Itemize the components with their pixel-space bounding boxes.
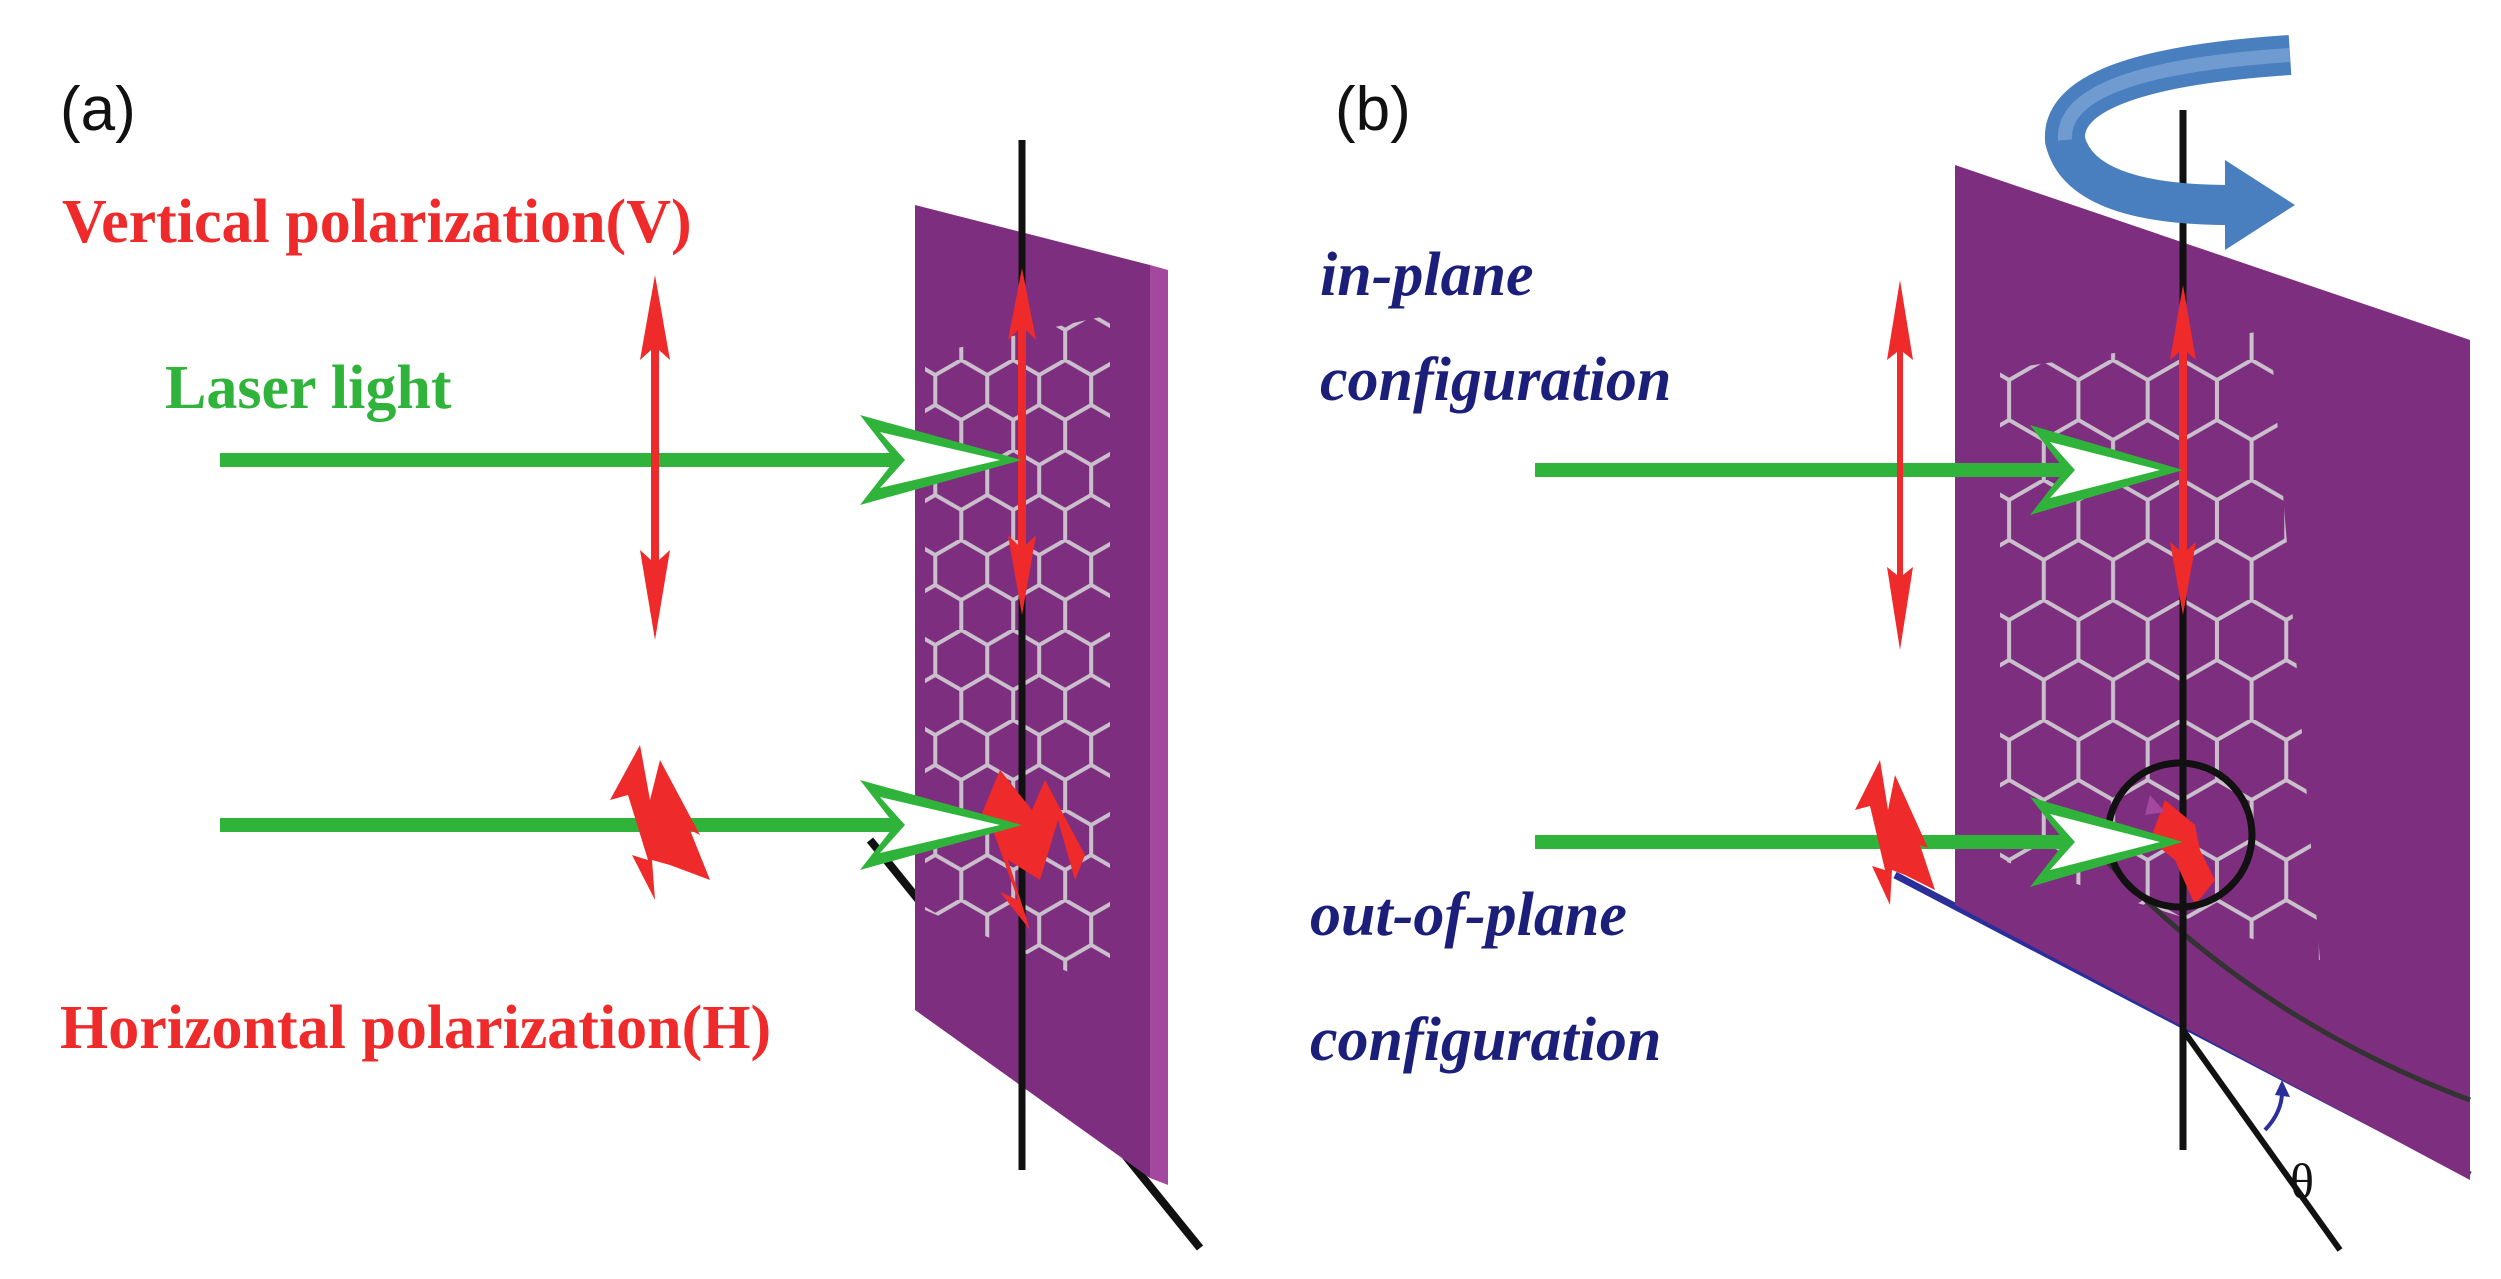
out-of-plane-label-line2: configuration xyxy=(1310,1006,1661,1074)
horizontal-polarization-arrow-a xyxy=(610,745,710,900)
panel-b: (b) θ xyxy=(1310,35,2472,1252)
laser-beam-lower-b xyxy=(1535,797,2183,887)
panel-a-label: (a) xyxy=(60,75,136,144)
vertical-polarization-arrow-a xyxy=(640,275,670,640)
rotation-arrow xyxy=(2044,35,2295,250)
theta-label: θ xyxy=(2290,1153,2314,1209)
plate-horizontal-polarization-arrow-b xyxy=(2145,795,2215,905)
tilted-axis-b xyxy=(2180,1028,2343,1252)
in-plane-label-line2: configuration xyxy=(1320,346,1671,414)
laser-beam-upper-b xyxy=(1535,425,2183,515)
angle-arrowhead-b xyxy=(2275,1080,2290,1097)
laser-light-label: Laser light xyxy=(165,354,452,422)
out-of-plane-label-line1: out-of-plane xyxy=(1310,881,1627,949)
graphene-lattice-a xyxy=(925,315,1110,990)
laser-beam-lower-a xyxy=(220,780,1022,870)
panel-a: (a) xyxy=(60,75,1204,1251)
sample-plate-a xyxy=(915,205,1168,1185)
plate-horizontal-polarization-arrow-a xyxy=(975,770,1085,930)
in-plane-label-line1: in-plane xyxy=(1320,241,1534,309)
vertical-polarization-arrow-b xyxy=(1887,280,1913,650)
angle-arc-b xyxy=(2263,1091,2284,1132)
plate-vertical-polarization-arrow-b xyxy=(2170,285,2196,615)
panel-b-label: (b) xyxy=(1335,75,1411,144)
sample-plate-b xyxy=(1955,165,2470,1180)
horizontal-polarization-arrow-b xyxy=(1855,760,1935,905)
vertical-polarization-label: Vertical polarization(V) xyxy=(62,188,692,256)
plate-vertical-polarization-arrow-a xyxy=(1008,268,1036,615)
laser-beam-upper-a xyxy=(220,415,1022,505)
horizontal-polarization-label: Horizontal polarization(H) xyxy=(60,994,771,1062)
